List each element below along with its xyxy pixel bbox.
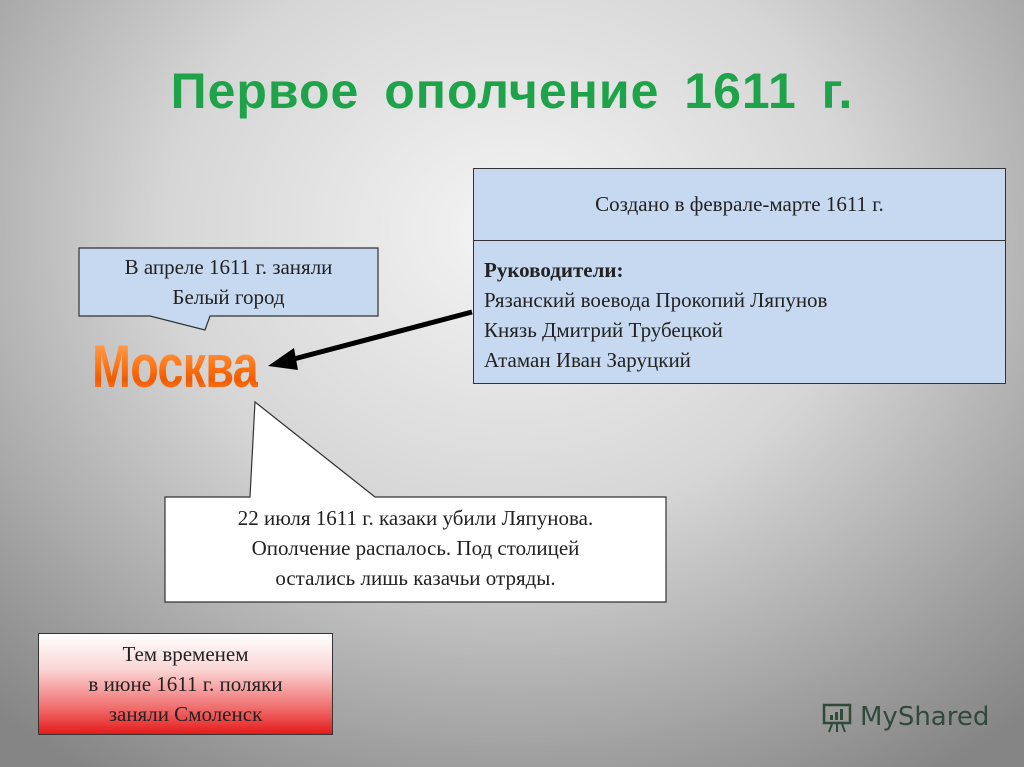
militia-info-box: Создано в феврале-марте 1611 г. Руководи… xyxy=(473,168,1006,384)
leaders-list: Руководители: Рязанский воевода Прокопий… xyxy=(474,241,1005,389)
smolensk-box: Тем временем в июне 1611 г. поляки занял… xyxy=(38,633,333,735)
smolensk-line: Тем временем xyxy=(122,642,249,666)
city-label-moscow: Москва xyxy=(92,333,259,400)
callout-line: Ополчение распалось. Под столицей xyxy=(251,536,580,560)
callout-line: Белый город xyxy=(172,285,285,309)
leaders-heading: Руководители: xyxy=(484,258,624,282)
smolensk-line: в июне 1611 г. поляки xyxy=(88,672,283,696)
callout-april-shape xyxy=(78,247,379,331)
callout-line: остались лишь казачьи отряды. xyxy=(275,566,556,590)
slide-title: Первое ополчение 1611 г. xyxy=(170,63,854,119)
presentation-board-icon xyxy=(822,703,852,733)
leader-item: Князь Дмитрий Трубецкой xyxy=(484,318,723,342)
callout-line: 22 июля 1611 г. казаки убили Ляпунова. xyxy=(237,506,594,530)
watermark-text: MyShared xyxy=(860,702,990,732)
watermark-logo: MyShared xyxy=(820,700,989,734)
callout-july-text: 22 июля 1611 г. казаки убили Ляпунова. О… xyxy=(165,503,666,593)
leader-item: Рязанский воевода Прокопий Ляпунов xyxy=(484,288,828,312)
arrow-head-icon xyxy=(268,348,298,370)
smolensk-line: заняли Смоленск xyxy=(108,702,263,726)
callout-april-text: В апреле 1611 г. заняли Белый город xyxy=(79,252,378,312)
creation-date: Создано в феврале-марте 1611 г. xyxy=(474,169,1005,241)
callout-july-outline xyxy=(164,400,667,603)
arrow-line xyxy=(289,309,473,363)
leader-item: Атаман Иван Заруцкий xyxy=(484,348,691,372)
callout-line: В апреле 1611 г. заняли xyxy=(124,255,333,279)
